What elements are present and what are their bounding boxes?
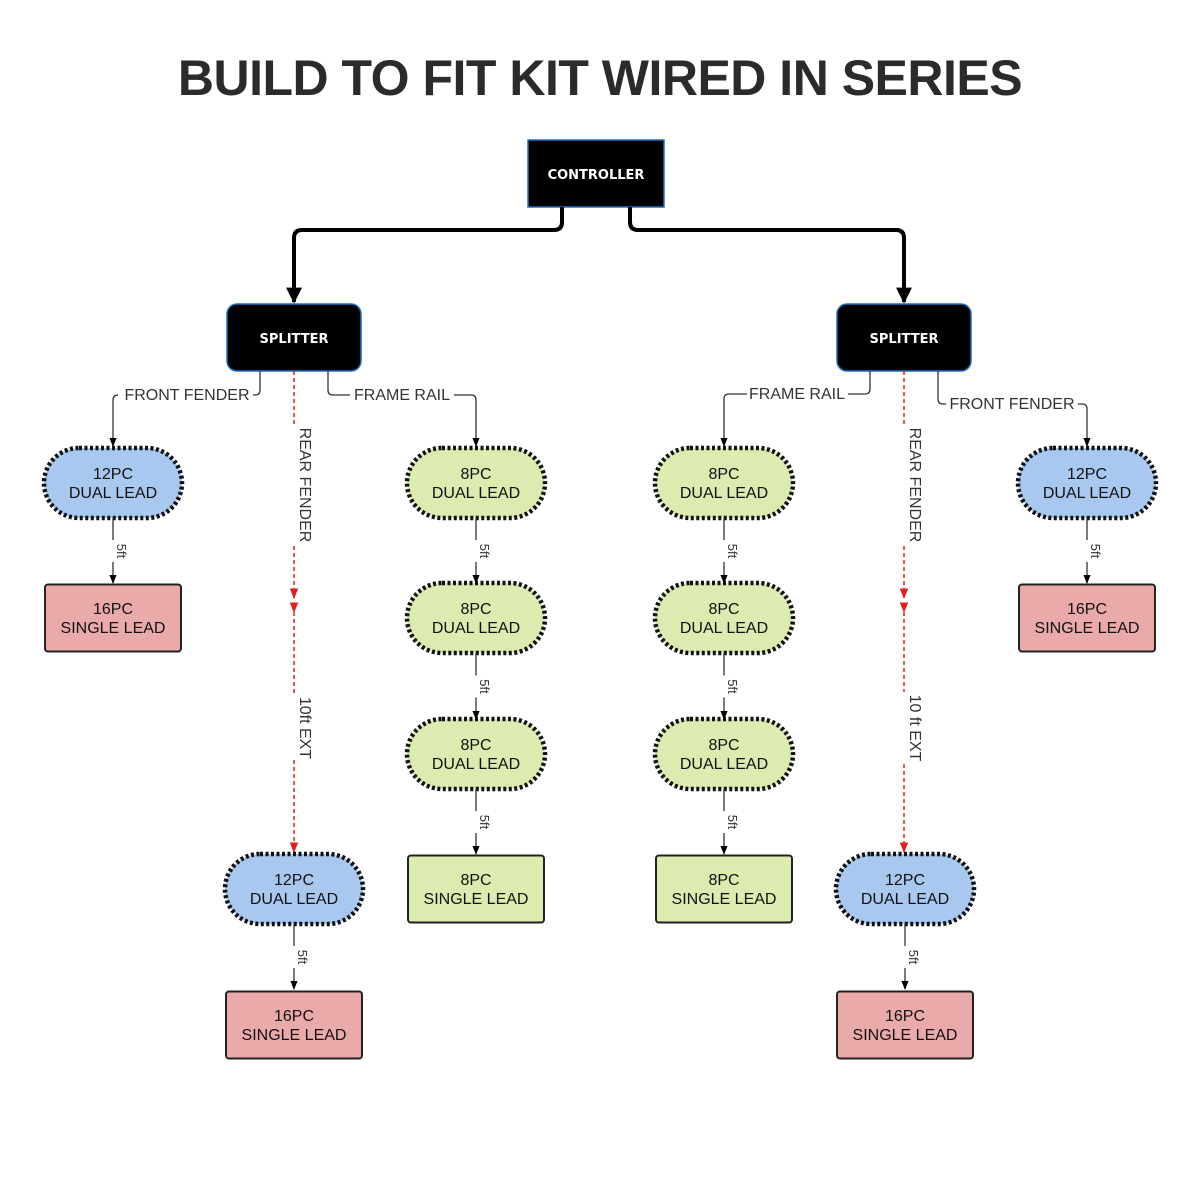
- left-rail-dual-8-c-label-2: DUAL LEAD: [432, 756, 520, 773]
- right-rear-single-16-label-1: 16PC: [885, 1008, 925, 1025]
- right-fender-dual-12: 12PC DUAL LEAD: [1015, 445, 1159, 521]
- left-rail-dual-8-b-shape: [404, 580, 548, 656]
- right-fender-dual-12-shape: [1015, 445, 1159, 521]
- left-rear-fender-label: REAR FENDER: [296, 428, 313, 543]
- controller-label: CONTROLLER: [548, 168, 645, 183]
- left-frame-rail-line: [327, 371, 476, 446]
- left-fender-dual-12-shape: [41, 445, 185, 521]
- left-rail-dual-8-b-label-1: 8PC: [460, 601, 491, 618]
- right-fender-single-16-label-2: SINGLE LEAD: [1035, 620, 1140, 637]
- right-rail-dual-8-c: 8PC DUAL LEAD: [652, 716, 796, 792]
- left-rail-single-8-label-2: SINGLE LEAD: [424, 891, 529, 908]
- left-rear-single-16-label-2: SINGLE LEAD: [242, 1027, 347, 1044]
- left-fender-dual-12-label-1: 12PC: [93, 466, 133, 483]
- right-rail-dual-8-a: 8PC DUAL LEAD: [652, 445, 796, 521]
- left-fender-single-16-label-1: 16PC: [93, 601, 133, 618]
- conn-left-fender-label: 5ft: [114, 544, 129, 559]
- left-rail-dual-8-a-label-1: 8PC: [460, 466, 491, 483]
- conn-right-rail-2-label: 5ft: [725, 679, 740, 694]
- left-rail-dual-8-c: 8PC DUAL LEAD: [404, 716, 548, 792]
- left-fender-dual-12-label-2: DUAL LEAD: [69, 485, 157, 502]
- conn-right-rear-label: 5ft: [906, 950, 921, 965]
- left-rail-dual-8-b: 8PC DUAL LEAD: [404, 580, 548, 656]
- right-rail-dual-8-c-label-2: DUAL LEAD: [680, 756, 768, 773]
- left-rear-dual-12-shape: [222, 851, 366, 927]
- right-rail-single-8-shape: [655, 854, 793, 924]
- left-rear-single-16-label-1: 16PC: [274, 1008, 314, 1025]
- left-fender-single-16-shape: [44, 583, 182, 653]
- right-splitter-label: SPLITTER: [870, 332, 939, 347]
- right-splitter: SPLITTER: [836, 303, 972, 372]
- right-rail-dual-8-a-label-2: DUAL LEAD: [680, 485, 768, 502]
- conn-right-fender-label: 5ft: [1088, 544, 1103, 559]
- conn-left-rail-1-label: 5ft: [477, 544, 492, 559]
- left-front-fender-line: [113, 371, 261, 446]
- right-front-fender-label: FRONT FENDER: [949, 396, 1074, 413]
- left-rear-dual-12: 12PC DUAL LEAD: [222, 851, 366, 927]
- right-rear-single-16-shape: [836, 990, 974, 1060]
- conn-right-rail-3-label: 5ft: [725, 815, 740, 830]
- left-frame-rail-label: FRAME RAIL: [354, 387, 450, 404]
- left-rail-single-8-shape: [407, 854, 545, 924]
- left-rail-dual-8-a-label-2: DUAL LEAD: [432, 485, 520, 502]
- right-rail-dual-8-b-label-1: 8PC: [708, 601, 739, 618]
- left-rail-dual-8-a-shape: [404, 445, 548, 521]
- right-rail-single-8-label-1: 8PC: [708, 872, 739, 889]
- left-fender-dual-12: 12PC DUAL LEAD: [41, 445, 185, 521]
- left-fender-single-16: 16PC SINGLE LEAD: [44, 583, 182, 653]
- controller-box: CONTROLLER: [527, 139, 665, 208]
- left-splitter: SPLITTER: [226, 303, 362, 372]
- conn-left-rail-2-label: 5ft: [477, 679, 492, 694]
- right-fender-single-16: 16PC SINGLE LEAD: [1018, 583, 1156, 653]
- page-title: BUILD TO FIT KIT WIRED IN SERIES: [178, 50, 1022, 106]
- left-rail-dual-8-c-shape: [404, 716, 548, 792]
- right-rail-dual-8-b-label-2: DUAL LEAD: [680, 620, 768, 637]
- connectors-layer: 5ft 5ft 5ft 5ft 5ft 5ft 5ft 5ft 5ft 5ft: [113, 518, 1103, 989]
- right-rail-dual-8-a-label-1: 8PC: [708, 466, 739, 483]
- left-fender-single-16-label-2: SINGLE LEAD: [61, 620, 166, 637]
- left-splitter-label: SPLITTER: [260, 332, 329, 347]
- right-rail-single-8-label-2: SINGLE LEAD: [672, 891, 777, 908]
- right-rear-dual-12-label-1: 12PC: [885, 872, 925, 889]
- conn-left-rear-label: 5ft: [295, 950, 310, 965]
- left-rear-dual-12-label-2: DUAL LEAD: [250, 891, 338, 908]
- right-rail-dual-8-c-label-1: 8PC: [708, 737, 739, 754]
- right-rail-dual-8-b-shape: [652, 580, 796, 656]
- left-rail-dual-8-c-label-1: 8PC: [460, 737, 491, 754]
- controller-to-left-splitter: [286, 207, 564, 304]
- right-rail-dual-8-b: 8PC DUAL LEAD: [652, 580, 796, 656]
- right-rail-dual-8-a-shape: [652, 445, 796, 521]
- right-rear-single-16-label-2: SINGLE LEAD: [853, 1027, 958, 1044]
- right-fender-single-16-shape: [1018, 583, 1156, 653]
- right-rear-dual-12-label-2: DUAL LEAD: [861, 891, 949, 908]
- right-fender-dual-12-label-1: 12PC: [1067, 466, 1107, 483]
- conn-right-rail-1-label: 5ft: [725, 544, 740, 559]
- left-ext-label: 10ft EXT: [296, 697, 313, 759]
- left-rail-dual-8-a: 8PC DUAL LEAD: [404, 445, 548, 521]
- right-ext-label: 10 ft EXT: [906, 695, 923, 762]
- conn-left-rail-3-label: 5ft: [477, 815, 492, 830]
- controller-to-right-splitter: [628, 207, 912, 304]
- right-front-fender-line: [937, 371, 1087, 446]
- right-frame-rail-label: FRAME RAIL: [749, 386, 845, 403]
- left-rear-dual-12-label-1: 12PC: [274, 872, 314, 889]
- right-rail-single-8: 8PC SINGLE LEAD: [655, 854, 793, 924]
- right-rear-dual-12: 12PC DUAL LEAD: [833, 851, 977, 927]
- right-frame-rail-line: [724, 371, 871, 446]
- right-rear-single-16: 16PC SINGLE LEAD: [836, 990, 974, 1060]
- left-rear-single-16-shape: [225, 990, 363, 1060]
- right-rail-dual-8-c-shape: [652, 716, 796, 792]
- nodes-layer: 12PC DUAL LEAD 16PC SINGLE LEAD 8PC DUAL LEAD…: [41, 445, 1159, 1060]
- left-rear-single-16: 16PC SINGLE LEAD: [225, 990, 363, 1060]
- left-rail-dual-8-b-label-2: DUAL LEAD: [432, 620, 520, 637]
- right-fender-single-16-label-1: 16PC: [1067, 601, 1107, 618]
- right-fender-dual-12-label-2: DUAL LEAD: [1043, 485, 1131, 502]
- right-rear-fender-label: REAR FENDER: [906, 428, 923, 543]
- left-front-fender-label: FRONT FENDER: [124, 387, 249, 404]
- left-rail-single-8-label-1: 8PC: [460, 872, 491, 889]
- left-rail-single-8: 8PC SINGLE LEAD: [407, 854, 545, 924]
- right-rear-dual-12-shape: [833, 851, 977, 927]
